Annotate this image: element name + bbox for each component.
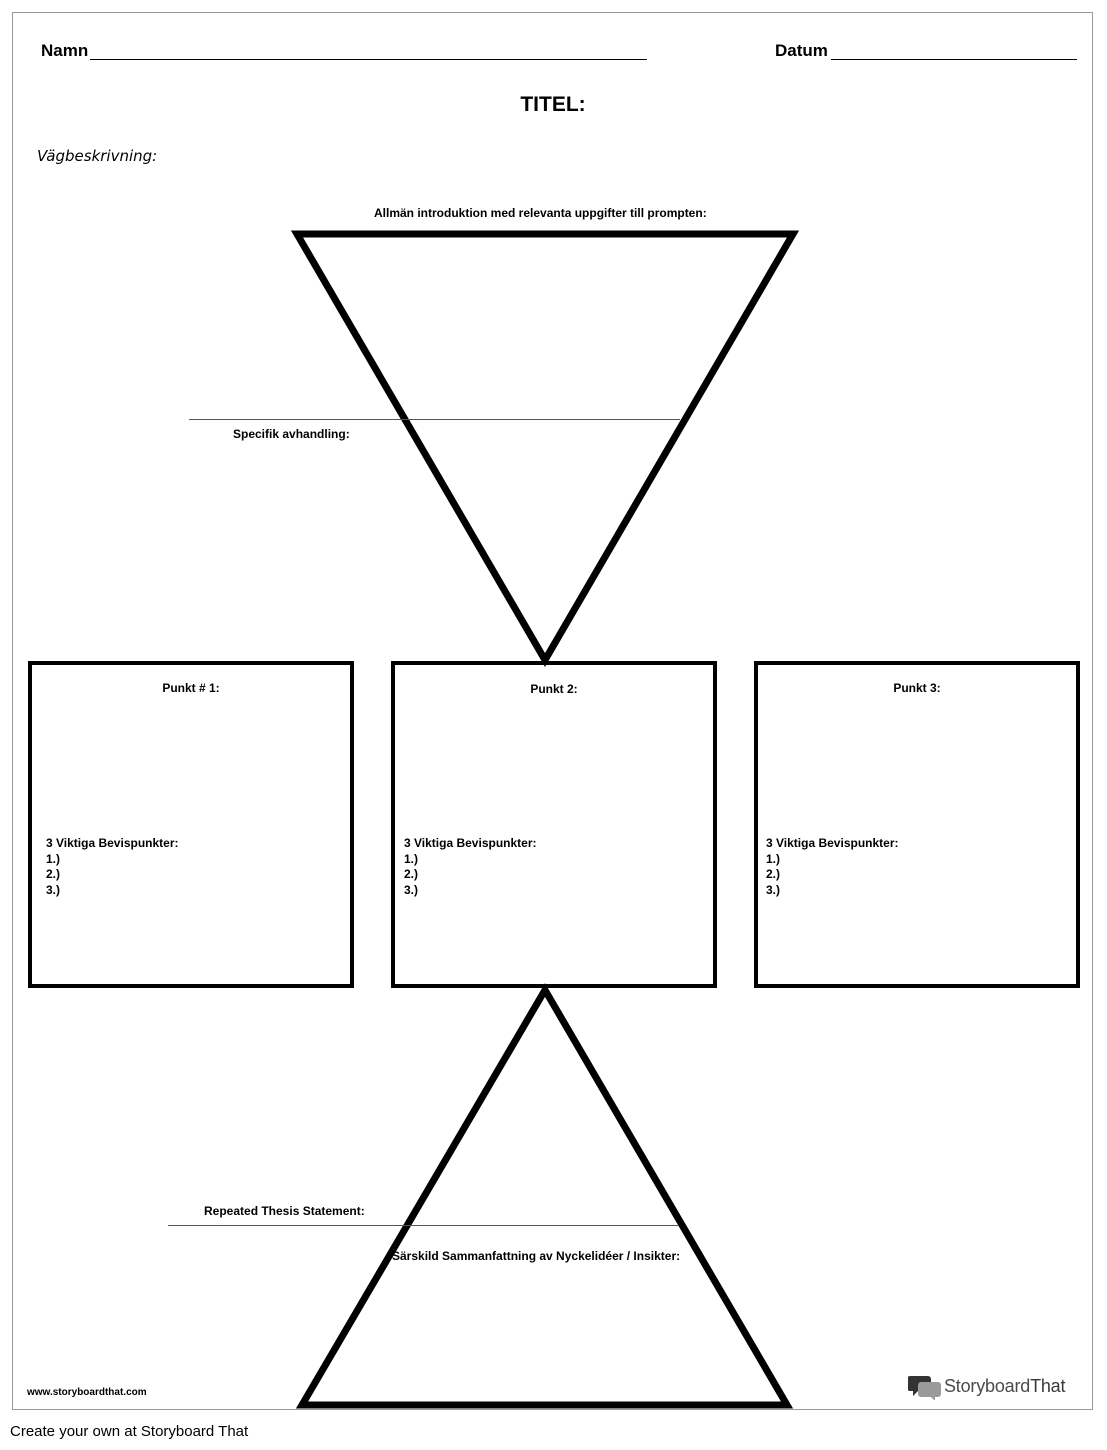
point-box-1[interactable]: Punkt # 1: 3 Viktiga Bevispunkter: 1.) 2… <box>28 661 354 988</box>
page-title: TITEL: <box>520 93 586 116</box>
directions-label: Vägbeskrivning: <box>37 147 158 165</box>
evidence-item: 3.) <box>404 882 419 897</box>
general-intro-label: Allmän introduktion med relevanta uppgif… <box>374 206 707 220</box>
evidence-list: 3 Viktiga Bevispunkter: 1.) 2.) 3.) <box>46 836 179 898</box>
evidence-item: 3.) <box>766 882 781 897</box>
point-title: Punkt # 1: <box>162 681 220 695</box>
evidence-item: 2.) <box>46 867 61 881</box>
evidence-label: 3 Viktiga Bevispunkter: <box>46 836 179 850</box>
date-label: Datum <box>775 41 828 60</box>
point-box-3[interactable]: Punkt 3: 3 Viktiga Bevispunkter: 1.) 2.)… <box>754 661 1080 988</box>
evidence-item: 1.) <box>46 851 61 866</box>
logo-text: StoryboardThat <box>944 1376 1065 1397</box>
evidence-item: 1.) <box>766 851 781 866</box>
evidence-label: 3 Viktiga Bevispunkter: <box>766 836 899 850</box>
name-field-line[interactable] <box>90 59 647 60</box>
evidence-label: 3 Viktiga Bevispunkter: <box>404 836 537 850</box>
summary-label: Särskild Sammanfattning av Nyckelidéer /… <box>392 1249 681 1263</box>
point-box-2[interactable]: Punkt 2: 3 Viktiga Bevispunkter: 1.) 2.)… <box>391 661 717 988</box>
date-field-line[interactable] <box>831 59 1077 60</box>
evidence-item: 1.) <box>404 851 419 866</box>
worksheet-page <box>12 12 1093 1410</box>
storyboardthat-logo[interactable]: StoryboardThat <box>908 1374 1078 1400</box>
name-label: Namn <box>41 41 89 60</box>
point-title: Punkt 3: <box>893 681 941 695</box>
evidence-item: 2.) <box>766 867 781 881</box>
logo-text-main: Storyboard <box>944 1376 1031 1396</box>
evidence-item: 2.) <box>404 867 419 881</box>
specific-thesis-label: Specifik avhandling: <box>233 427 350 441</box>
point-title: Punkt 2: <box>530 682 578 696</box>
evidence-item: 3.) <box>46 882 61 897</box>
logo-text-accent: That <box>1030 1376 1066 1396</box>
conclusion-pyramid-triangle <box>295 983 794 1409</box>
speech-bubbles-icon <box>908 1376 941 1400</box>
footer-url[interactable]: www.storyboardthat.com <box>27 1387 147 1398</box>
create-own-link[interactable]: Create your own at Storyboard That <box>10 1423 249 1440</box>
evidence-list: 3 Viktiga Bevispunkter: 1.) 2.) 3.) <box>766 836 899 898</box>
evidence-list: 3 Viktiga Bevispunkter: 1.) 2.) 3.) <box>404 836 537 898</box>
repeated-thesis-label: Repeated Thesis Statement: <box>204 1204 365 1218</box>
intro-funnel-triangle <box>290 230 800 667</box>
